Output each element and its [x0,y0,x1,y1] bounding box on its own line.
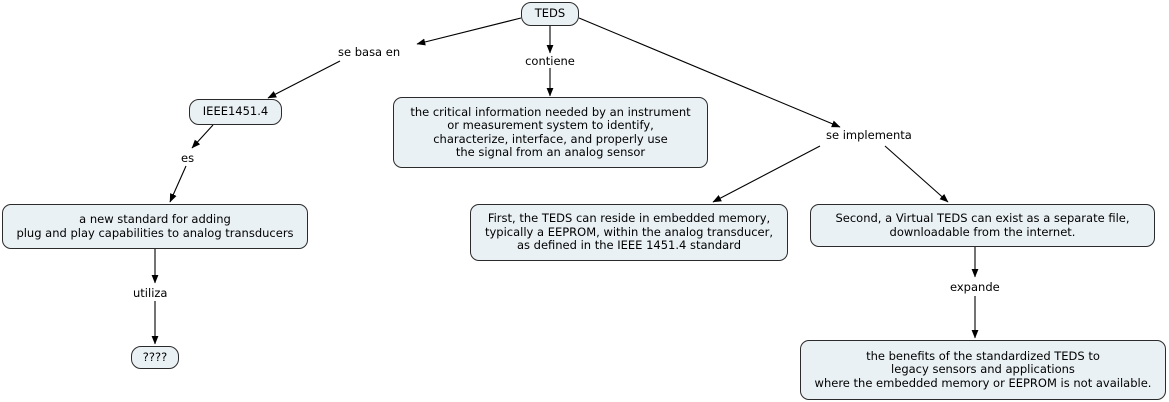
link-label-es: es [181,152,194,165]
node-benefits-label: the benefits of the standardized TEDS to… [814,348,1152,390]
edge-se-basa-en-to-ieee [267,60,341,99]
node-unknown[interactable]: ???? [131,346,179,369]
link-label-utiliza: utiliza [133,287,167,300]
node-unknown-label: ???? [142,349,168,364]
link-label-se-implementa: se implementa [826,129,912,142]
node-second-teds-label: Second, a Virtual TEDS can exist as a se… [835,211,1130,239]
node-first-teds-label: First, the TEDS can reside in embedded m… [484,211,774,253]
link-label-se-basa-en-text: se basa en [338,45,401,59]
node-teds-label: TEDS [534,6,566,21]
link-label-se-implementa-text: se implementa [826,128,912,142]
node-critical-information-label: the critical information needed by an in… [410,104,691,159]
node-ieee1451-4-label: IEEE1451.4 [202,104,269,119]
edge-ieee-to-es [191,124,214,149]
edge-teds-to-se-basa-en [416,17,522,46]
link-label-es-text: es [181,151,195,165]
node-teds[interactable]: TEDS [521,2,579,26]
edge-se-implementa-to-second-teds [884,145,949,203]
edge-es-to-new-standard [169,165,187,203]
node-new-standard[interactable]: a new standard for adding plug and play … [2,204,308,249]
node-first-teds[interactable]: First, the TEDS can reside in embedded m… [470,204,788,261]
link-label-expande-text: expande [950,280,1000,294]
node-second-teds[interactable]: Second, a Virtual TEDS can exist as a se… [810,204,1155,247]
link-label-contiene-text: contiene [525,54,575,68]
node-new-standard-label: a new standard for adding plug and play … [16,212,294,240]
link-label-expande: expande [950,281,1000,294]
node-ieee1451-4[interactable]: IEEE1451.4 [189,99,282,125]
link-label-utiliza-text: utiliza [133,286,168,300]
link-label-contiene: contiene [521,55,579,68]
node-benefits[interactable]: the benefits of the standardized TEDS to… [800,340,1166,400]
node-critical-information[interactable]: the critical information needed by an in… [393,97,708,168]
link-label-se-basa-en: se basa en [338,46,400,59]
edge-se-implementa-to-first-teds [712,145,821,203]
